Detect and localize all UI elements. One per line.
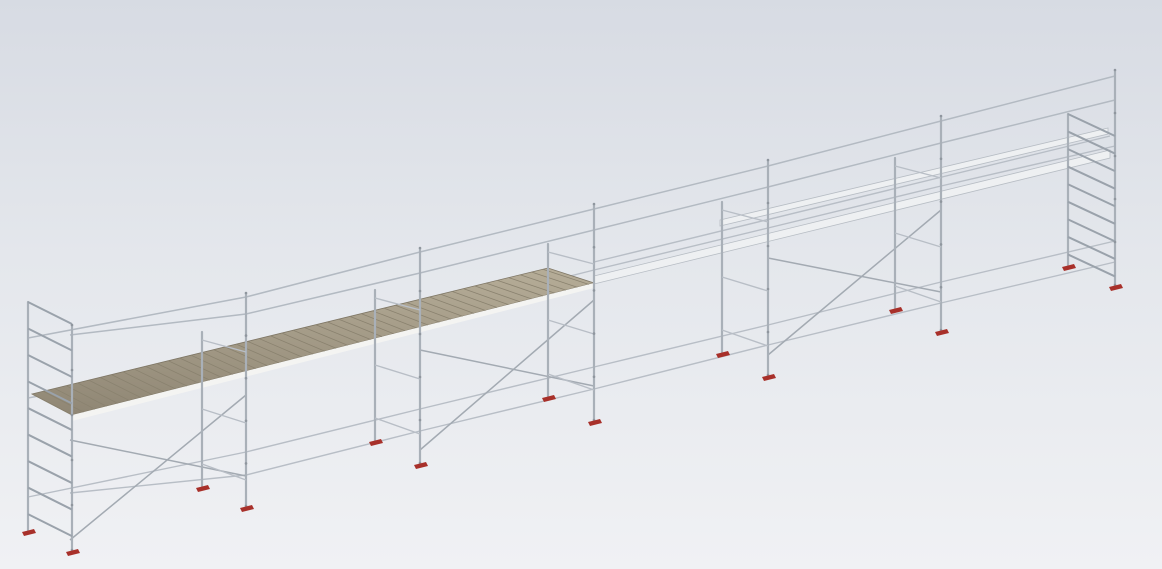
ladder-rung bbox=[1067, 130, 1116, 155]
frame-5 bbox=[720, 158, 770, 377]
diagonal-braces bbox=[69, 209, 942, 541]
top-guard-rail bbox=[27, 75, 1116, 339]
base-plate bbox=[1062, 264, 1123, 291]
ladder-rung bbox=[1067, 253, 1116, 278]
frame-2 bbox=[200, 291, 248, 508]
frame-1 bbox=[26, 300, 74, 552]
base-plate bbox=[889, 307, 949, 336]
ladder-rung bbox=[1067, 148, 1116, 173]
base-plate bbox=[369, 439, 428, 469]
base-plates bbox=[22, 264, 1123, 556]
ladder-rung bbox=[27, 433, 73, 458]
ladder-rung bbox=[1067, 218, 1116, 243]
base-plate bbox=[542, 395, 602, 426]
ladder-rung bbox=[27, 486, 73, 511]
ladder-rung bbox=[1067, 200, 1116, 225]
deck-planks bbox=[30, 267, 596, 421]
ladder-rung bbox=[27, 407, 73, 431]
ladder-rung bbox=[1067, 165, 1116, 190]
lower-rails bbox=[27, 145, 1116, 498]
frame-6 bbox=[893, 114, 943, 332]
ladder-rung bbox=[27, 460, 73, 484]
frame-7 bbox=[1066, 68, 1117, 287]
ladder-rung bbox=[27, 354, 73, 378]
base-plate bbox=[196, 485, 254, 512]
frame-3 bbox=[373, 246, 422, 465]
frame-4 bbox=[546, 202, 596, 422]
ladder-rung bbox=[27, 327, 73, 352]
ladder-rung bbox=[27, 513, 73, 537]
scaffold-frames bbox=[26, 68, 1117, 552]
ladder-rung bbox=[1067, 183, 1116, 208]
ladder-rung bbox=[27, 380, 73, 405]
ladder-rung bbox=[1067, 236, 1116, 260]
base-plate bbox=[716, 351, 776, 381]
base-plate bbox=[22, 529, 80, 556]
